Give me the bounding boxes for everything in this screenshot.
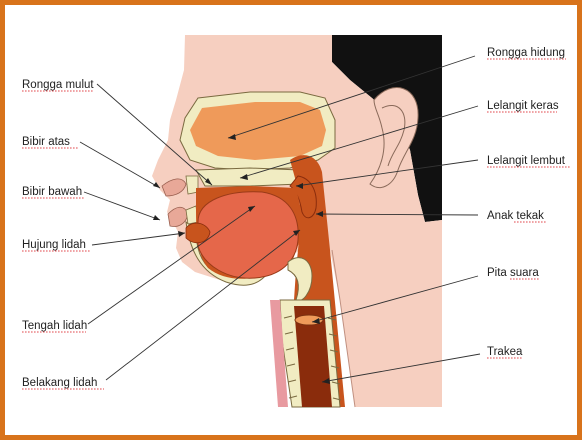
label-belakang-lidah: Belakang lidah — [22, 377, 97, 389]
label-bibir-atas: Bibir atas — [22, 136, 70, 148]
label-bibir-bawah: Bibir bawah — [22, 186, 82, 198]
leader-bibir-bawah — [84, 192, 160, 220]
leader-hujung-lidah — [92, 233, 185, 245]
label-lelangit-keras: Lelangit keras — [487, 100, 559, 112]
label-lelangit-lembut: Lelangit lembut — [487, 155, 566, 167]
label-trakea: Trakea — [487, 346, 523, 358]
label-anak-tekak: Anak tekak — [487, 210, 544, 222]
label-hujung-lidah: Hujung lidah — [22, 239, 86, 251]
label-tengah-lidah: Tengah lidah — [22, 320, 87, 332]
leader-bibir-atas — [80, 142, 160, 188]
label-rongga-mulut: Rongga mulut — [22, 79, 94, 91]
tongue — [198, 192, 298, 278]
label-rongga-hidung: Rongga hidung — [487, 47, 565, 59]
nasal-cavity — [190, 102, 326, 160]
arrow-bibir-bawah — [153, 215, 160, 220]
label-pita-suara: Pita suara — [487, 267, 539, 279]
